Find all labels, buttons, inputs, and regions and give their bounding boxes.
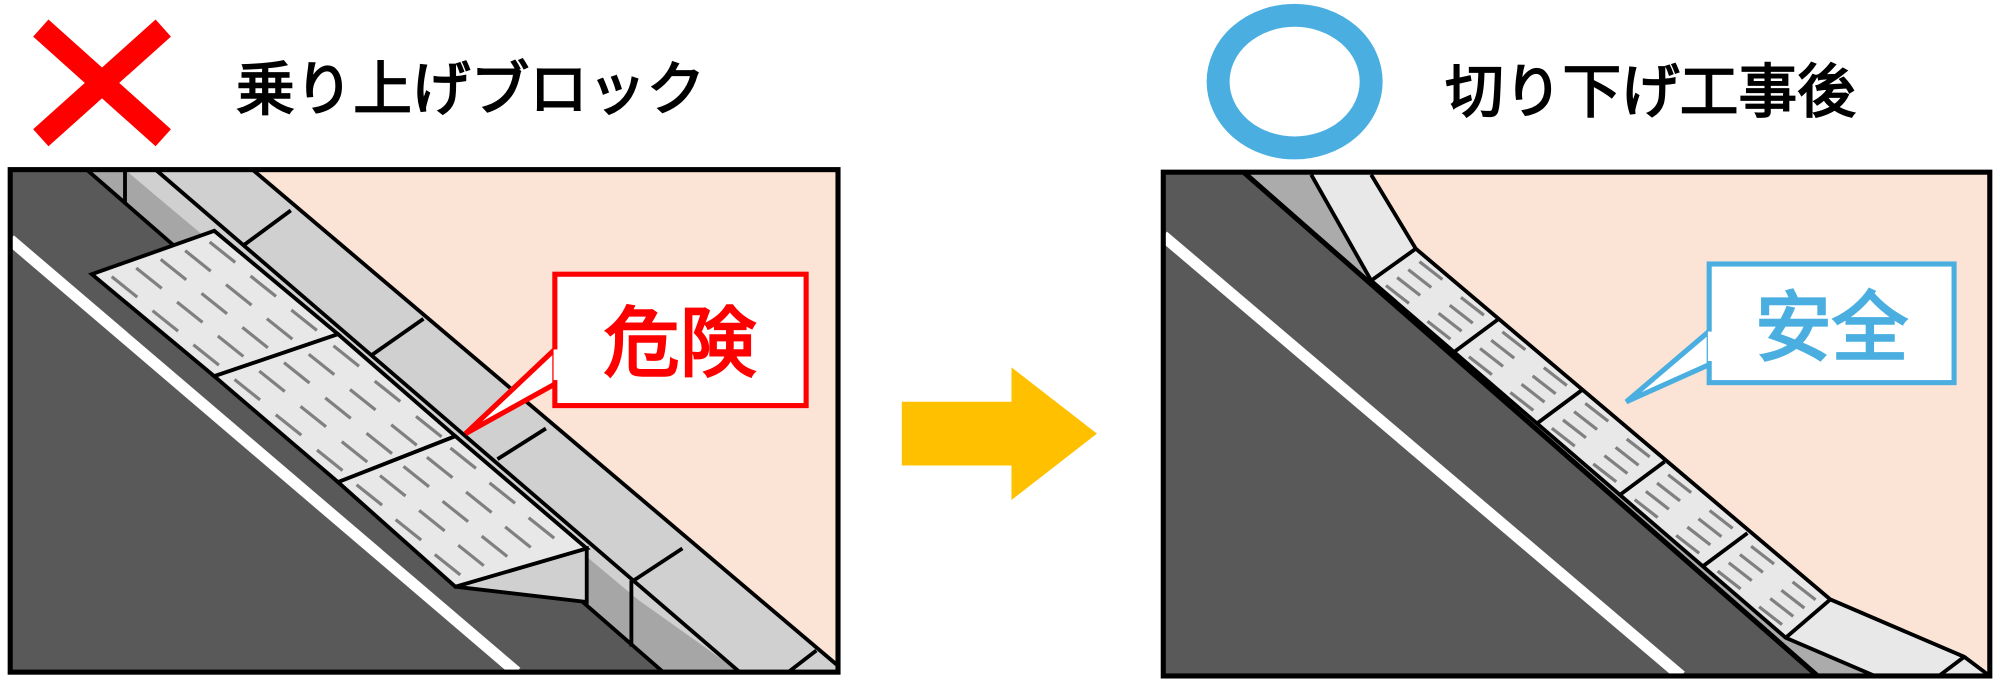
hatch-mark: [225, 283, 253, 307]
hatch-mark: [1509, 391, 1535, 412]
hatch-mark: [1769, 597, 1795, 618]
hatch-mark: [390, 423, 418, 447]
hatch-mark: [184, 249, 212, 273]
hatch-mark: [1550, 426, 1576, 448]
hatch-mark: [1542, 366, 1568, 387]
hatch-mark: [332, 344, 361, 368]
hatch-mark: [1520, 382, 1546, 404]
hatch-mark: [394, 518, 423, 542]
hatch-mark: [1459, 296, 1485, 317]
hatch-mark: [1385, 284, 1410, 305]
hatch-mark: [1437, 312, 1463, 333]
hatch-mark: [1407, 268, 1433, 289]
hatch-mark: [1592, 462, 1618, 484]
hatch-mark: [373, 379, 402, 403]
hatch-mark: [355, 483, 384, 507]
right-title: 切り下げ工事後: [1445, 58, 1857, 126]
hatch-mark: [1675, 534, 1701, 555]
cross-icon: [33, 19, 171, 147]
hatch-mark: [414, 415, 443, 439]
hatch-mark: [1727, 561, 1753, 582]
hatch-mark: [402, 465, 430, 489]
hatch-mark: [241, 326, 269, 350]
hatch-mark: [290, 308, 318, 332]
danger-callout: 危険: [463, 271, 809, 436]
hatch-mark: [1750, 544, 1776, 566]
hatch-mark: [1686, 525, 1712, 547]
after-illustration: [1159, 169, 1993, 681]
hatch-mark: [324, 396, 352, 420]
hatch-mark: [159, 258, 188, 281]
hatch-mark: [1791, 580, 1817, 602]
hatch-mark: [1780, 588, 1806, 610]
hatch-mark: [1614, 446, 1640, 467]
hatch-mark: [200, 292, 229, 315]
left-title: 乗り上げブロック: [236, 56, 705, 124]
hatch-mark: [465, 490, 493, 514]
hatch-mark: [504, 525, 532, 549]
hatch-mark: [1716, 569, 1742, 591]
safe-label: 安全: [1755, 285, 1909, 374]
hatch-mark: [1418, 260, 1444, 281]
hatch-mark: [1644, 490, 1670, 511]
hatch-mark: [1584, 402, 1610, 423]
hatch-mark: [151, 309, 180, 333]
hatch-mark: [480, 534, 509, 558]
hatch-mark: [418, 509, 446, 533]
hatch-mark: [265, 317, 294, 341]
hatch-mark: [1448, 304, 1474, 325]
hatch-mark: [1667, 473, 1693, 494]
hatch-mark: [1708, 509, 1734, 530]
hatch-mark: [1479, 347, 1505, 368]
hatch-mark: [1490, 338, 1516, 360]
hatch-mark: [1396, 276, 1422, 297]
arrow-right-icon: [901, 367, 1097, 500]
hatch-mark: [1758, 605, 1784, 626]
hatch-mark: [216, 334, 245, 358]
hatch-mark: [274, 413, 303, 437]
hatch-mark: [340, 440, 369, 464]
hatch-mark: [110, 275, 139, 299]
hatch-mark: [1467, 355, 1493, 376]
hatch-mark: [316, 448, 344, 472]
hatch-mark: [449, 446, 477, 470]
circle-icon: [1206, 3, 1383, 160]
hatch-mark: [176, 300, 204, 324]
hatch-mark: [307, 352, 336, 376]
hatch-mark: [365, 431, 394, 455]
hatch-mark: [1501, 330, 1527, 352]
danger-label: 危険: [603, 300, 757, 389]
hatch-mark: [457, 544, 485, 567]
hatch-mark: [1625, 437, 1651, 459]
hatch-mark: [1573, 410, 1599, 431]
hatch-mark: [433, 553, 462, 577]
hatch-mark: [1426, 319, 1452, 341]
hatch-mark: [299, 405, 328, 428]
hatch-mark: [1603, 454, 1629, 475]
hatch-mark: [1656, 481, 1681, 503]
hatch-mark: [135, 266, 163, 290]
hatch-mark: [441, 499, 470, 523]
hatch-mark: [249, 274, 278, 298]
hatch-mark: [488, 481, 517, 505]
before-illustration: [6, 167, 841, 677]
hatch-mark: [208, 240, 237, 264]
hatch-mark: [379, 474, 407, 498]
hatch-mark: [1633, 498, 1659, 519]
hatch-mark: [1738, 553, 1764, 574]
hatch-mark: [192, 343, 220, 367]
hatch-mark: [1697, 517, 1723, 538]
hatch-mark: [1561, 418, 1587, 440]
hatch-mark: [425, 455, 454, 479]
hatch-mark: [283, 361, 311, 385]
hatch-mark: [258, 369, 286, 393]
safe-callout: 安全: [1624, 261, 1957, 405]
hatch-mark: [527, 516, 556, 540]
hatch-mark: [349, 388, 377, 412]
hatch-mark: [1531, 374, 1557, 396]
hatch-mark: [233, 378, 262, 402]
